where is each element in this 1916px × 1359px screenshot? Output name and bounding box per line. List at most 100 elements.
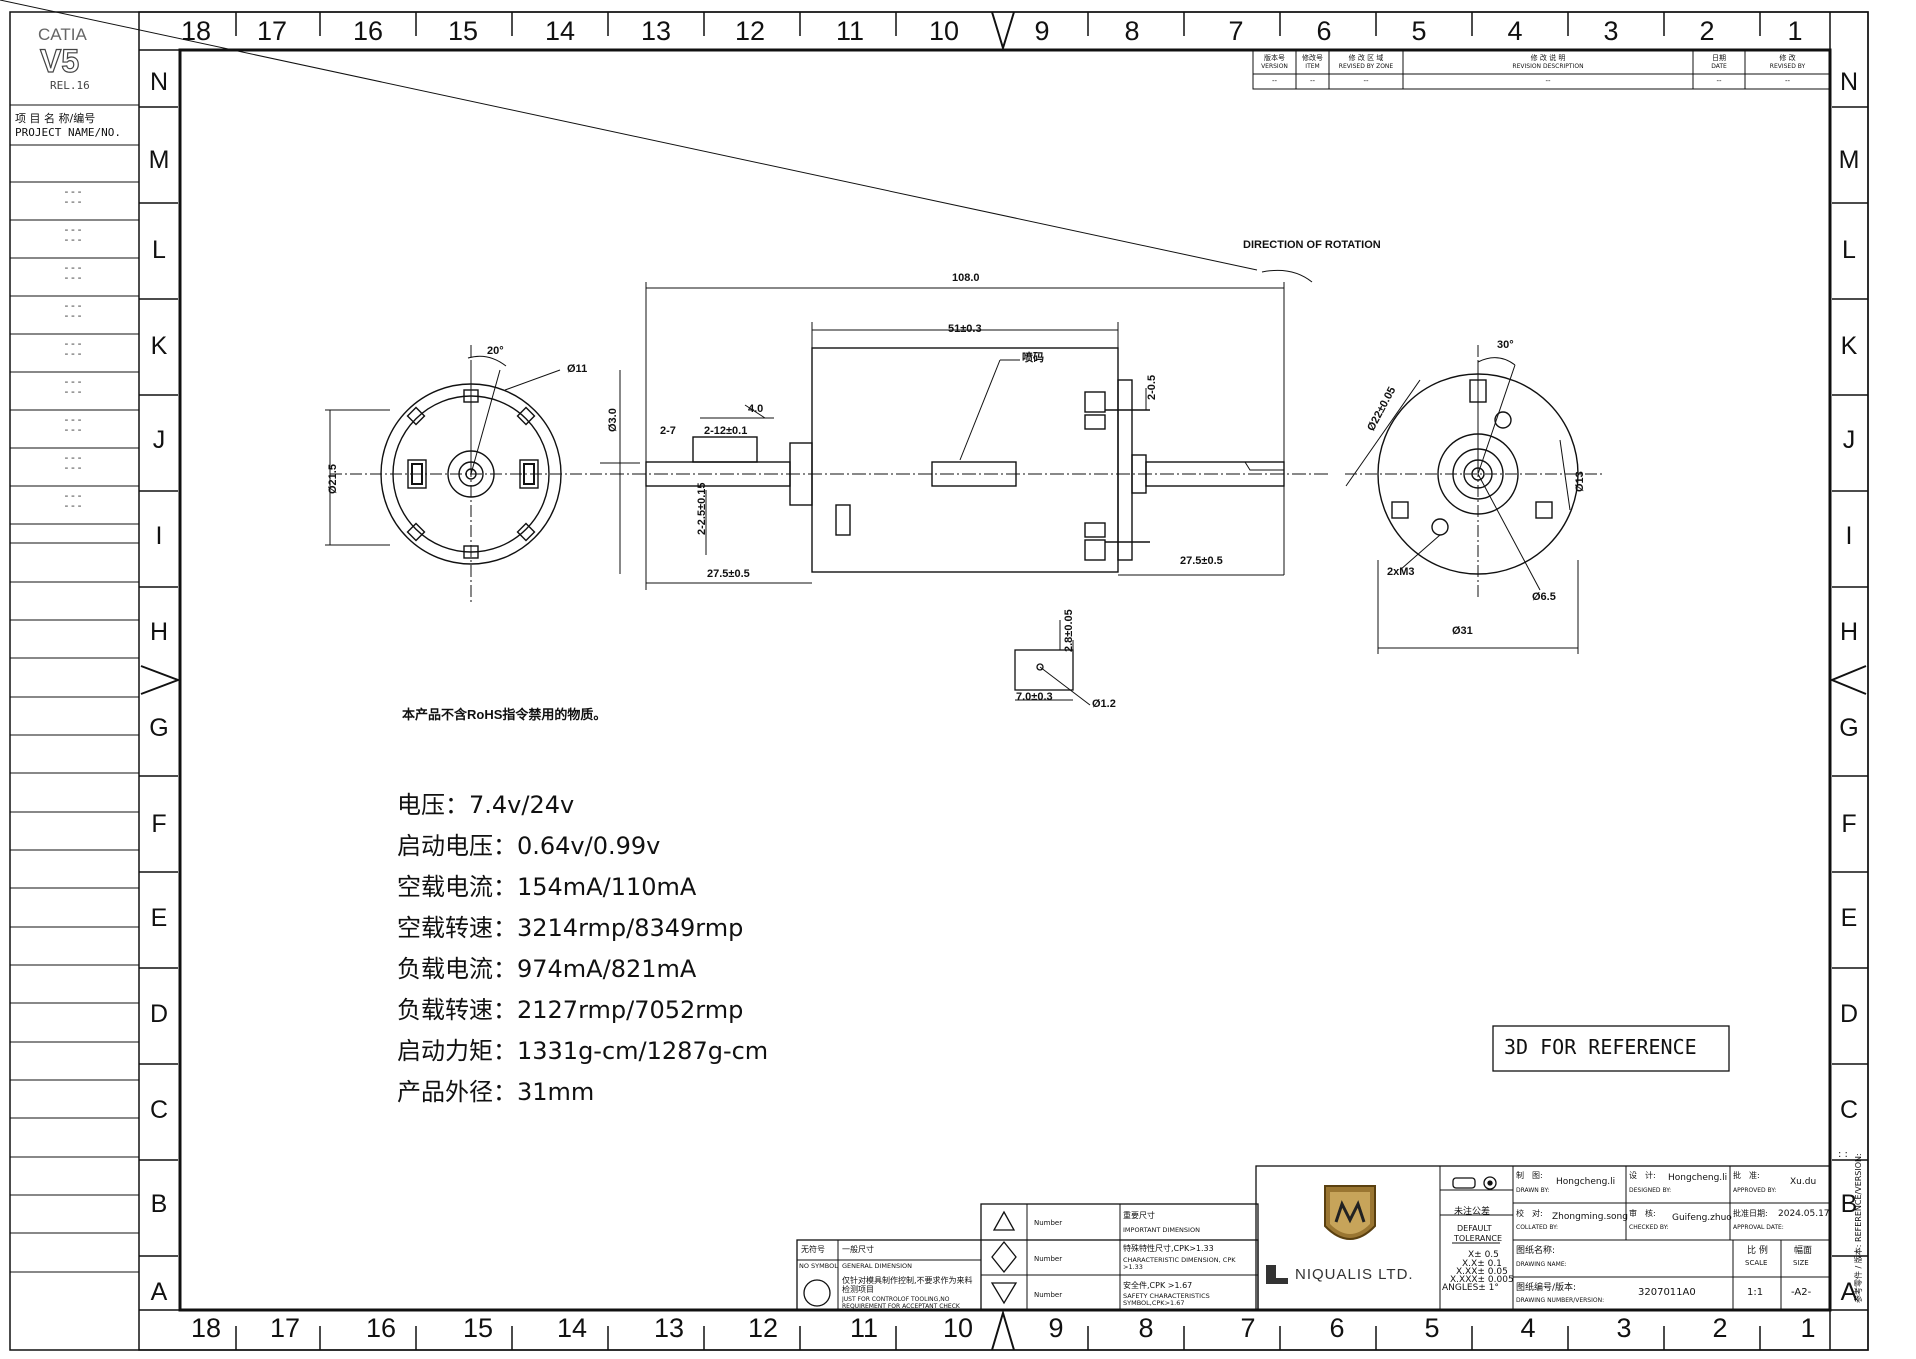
approval-date-value: 2024.05.17: [1778, 1209, 1830, 1219]
zone-row-label: F: [1841, 810, 1857, 838]
project-entry-placeholder: ---: [63, 309, 83, 322]
right-end-view: [1345, 345, 1605, 654]
dim-d21.5: Ø21.5: [327, 464, 339, 494]
designed-by-label-cn: 设 计:: [1629, 1171, 1656, 1180]
project-entry-placeholder: ---: [63, 413, 83, 426]
number-label-1: Number: [1034, 1219, 1063, 1227]
tolerance-cn: 未注公差: [1454, 1207, 1491, 1217]
revision-value: --: [1309, 77, 1316, 85]
zone-column-label: 17: [269, 1313, 301, 1343]
dim-2-2.5: 2-2.5±0.15: [696, 482, 708, 535]
zone-row-label: K: [1840, 332, 1858, 360]
project-entry-placeholder: ---: [63, 451, 83, 464]
dim-2-7: 2-7: [660, 425, 676, 437]
revision-header-cn: 版本号: [1264, 54, 1285, 62]
checked-by-label-en: CHECKED BY:: [1629, 1224, 1669, 1231]
revision-header-cn: 修 改: [1779, 54, 1796, 62]
zone-column-label: 9: [1048, 1313, 1064, 1343]
revision-grid: [1252, 50, 1831, 90]
zone-column-label: 12: [747, 1313, 779, 1343]
drawing-frame: [178, 48, 1832, 1312]
dim-2-12: 2-12±0.1: [704, 425, 748, 437]
scale-label-en: SCALE: [1745, 1259, 1768, 1267]
zone-column-label: 17: [256, 16, 288, 46]
size-label-cn: 幅面: [1794, 1246, 1813, 1256]
project-entry-placeholder: ---: [63, 489, 83, 502]
project-entry-placeholder: ---: [63, 499, 83, 512]
zone-column-label: 5: [1411, 16, 1427, 46]
revision-value: --: [1545, 77, 1551, 85]
revision-header-en: REVISION DESCRIPTION: [1512, 63, 1584, 70]
left-center-marker: [140, 665, 181, 695]
release-label: REL.16: [50, 79, 90, 92]
revision-header-cn: 修 改 区 域: [1348, 54, 1384, 62]
zone-column-label: 15: [462, 1313, 494, 1343]
zone-column-label: 10: [942, 1313, 974, 1343]
zone-row-label: L: [152, 236, 166, 264]
project-entry-placeholder: ---: [63, 461, 83, 474]
project-entry-placeholder: ---: [63, 337, 83, 350]
zone-column-label: 2: [1699, 16, 1715, 46]
tolerance-line: ANGLES± 1°: [1442, 1283, 1499, 1293]
tolerance-line: X± 0.5: [1468, 1250, 1499, 1260]
zone-column-label: 6: [1329, 1313, 1345, 1343]
zone-row-label: B: [1840, 1190, 1858, 1218]
tooling-note-cn: 仅针对模具制作控制,不要求作为来料检测项目: [842, 1276, 973, 1294]
spec-line: 启动电压：0.64v/0.99v: [397, 832, 661, 860]
safety-cn: 安全件,CPK >1.67: [1123, 1281, 1193, 1290]
side-block-grid: [10, 104, 139, 1273]
zone-column-label: 11: [849, 1313, 879, 1343]
direction-of-rotation-label: DIRECTION OF ROTATION: [1243, 239, 1381, 251]
zone-column-label: 15: [447, 16, 479, 46]
zone-column-label: 7: [1240, 1313, 1256, 1343]
checked-by-label-cn: 审 核:: [1629, 1209, 1656, 1218]
dim-2-0.5: 2-0.5: [1146, 374, 1158, 400]
project-entry-placeholder: ---: [63, 385, 83, 398]
tolerance-line: X.XXX± 0.005: [1450, 1275, 1514, 1285]
zone-row-label: L: [1842, 236, 1856, 264]
zone-row-label: K: [150, 332, 168, 360]
tolerance-en-1: DEFAULT: [1457, 1224, 1492, 1233]
zone-row-label: J: [1842, 426, 1856, 454]
dim-body-length: 51±0.3: [948, 323, 982, 335]
zone-row-label: M: [148, 146, 170, 174]
dim-2xm3: 2xM3: [1387, 566, 1415, 578]
no-symbol-en: NO SYMBOL: [799, 1262, 838, 1270]
drawn-by-label-cn: 制 图:: [1516, 1171, 1543, 1180]
revision-header-cn: 修 改 说 明: [1530, 54, 1566, 62]
company-name: NIQUALIS LTD.: [1295, 1266, 1414, 1283]
motor-side-view: [0, 0, 1330, 590]
spec-line: 电压：7.4v/24v: [397, 791, 575, 819]
zone-row-label: E: [1840, 904, 1858, 932]
important-dim-en: IMPORTANT DIMENSION: [1123, 1226, 1200, 1234]
dim-overall-length: 108.0: [952, 272, 980, 284]
title-block-grid: [796, 1165, 1831, 1311]
project-entry-placeholder: ---: [63, 185, 83, 198]
general-dim-en: GENERAL DIMENSION: [842, 1262, 913, 1270]
zone-row-label: A: [1840, 1278, 1858, 1306]
zone-column-label: 14: [556, 1313, 588, 1343]
general-dim-cn: 一般尺寸: [842, 1245, 874, 1254]
zone-row-label: A: [150, 1278, 168, 1306]
dim-20-deg: 20°: [487, 345, 504, 357]
zone-row-label: B: [150, 1190, 168, 1218]
tolerance-en-2: TOLERANCE: [1454, 1234, 1503, 1243]
approval-date-label-en: APPROVAL DATE:: [1733, 1224, 1784, 1231]
zone-row-label: D: [1839, 1000, 1859, 1028]
zone-row-label: I: [1845, 522, 1853, 550]
zone-row-label: G: [1839, 714, 1859, 742]
spec-line: 产品外径：31mm: [397, 1078, 595, 1106]
pin-detail: [1014, 620, 1091, 706]
project-entry-placeholder: ---: [63, 347, 83, 360]
spec-line: 负载电流：974mA/821mA: [397, 955, 697, 983]
reference-box: [1492, 1025, 1730, 1072]
spec-line: 负载转速：2127rmp/7052rmp: [397, 996, 744, 1024]
approved-by-label-cn: 批 准:: [1733, 1171, 1760, 1180]
revision-header-cn: 修改号: [1302, 54, 1323, 62]
approved-by-label-en: APPROVED BY:: [1733, 1187, 1777, 1194]
dim-d31: Ø31: [1452, 625, 1473, 637]
tolerance-line: X.X± 0.1: [1462, 1259, 1502, 1269]
collated-by-label-en: COLLATED BY:: [1516, 1224, 1559, 1231]
reference-version-side: 参考零件 / 版本: REFERENCE/VERSION:: [1854, 1153, 1863, 1303]
top-center-marker: [991, 11, 1015, 52]
